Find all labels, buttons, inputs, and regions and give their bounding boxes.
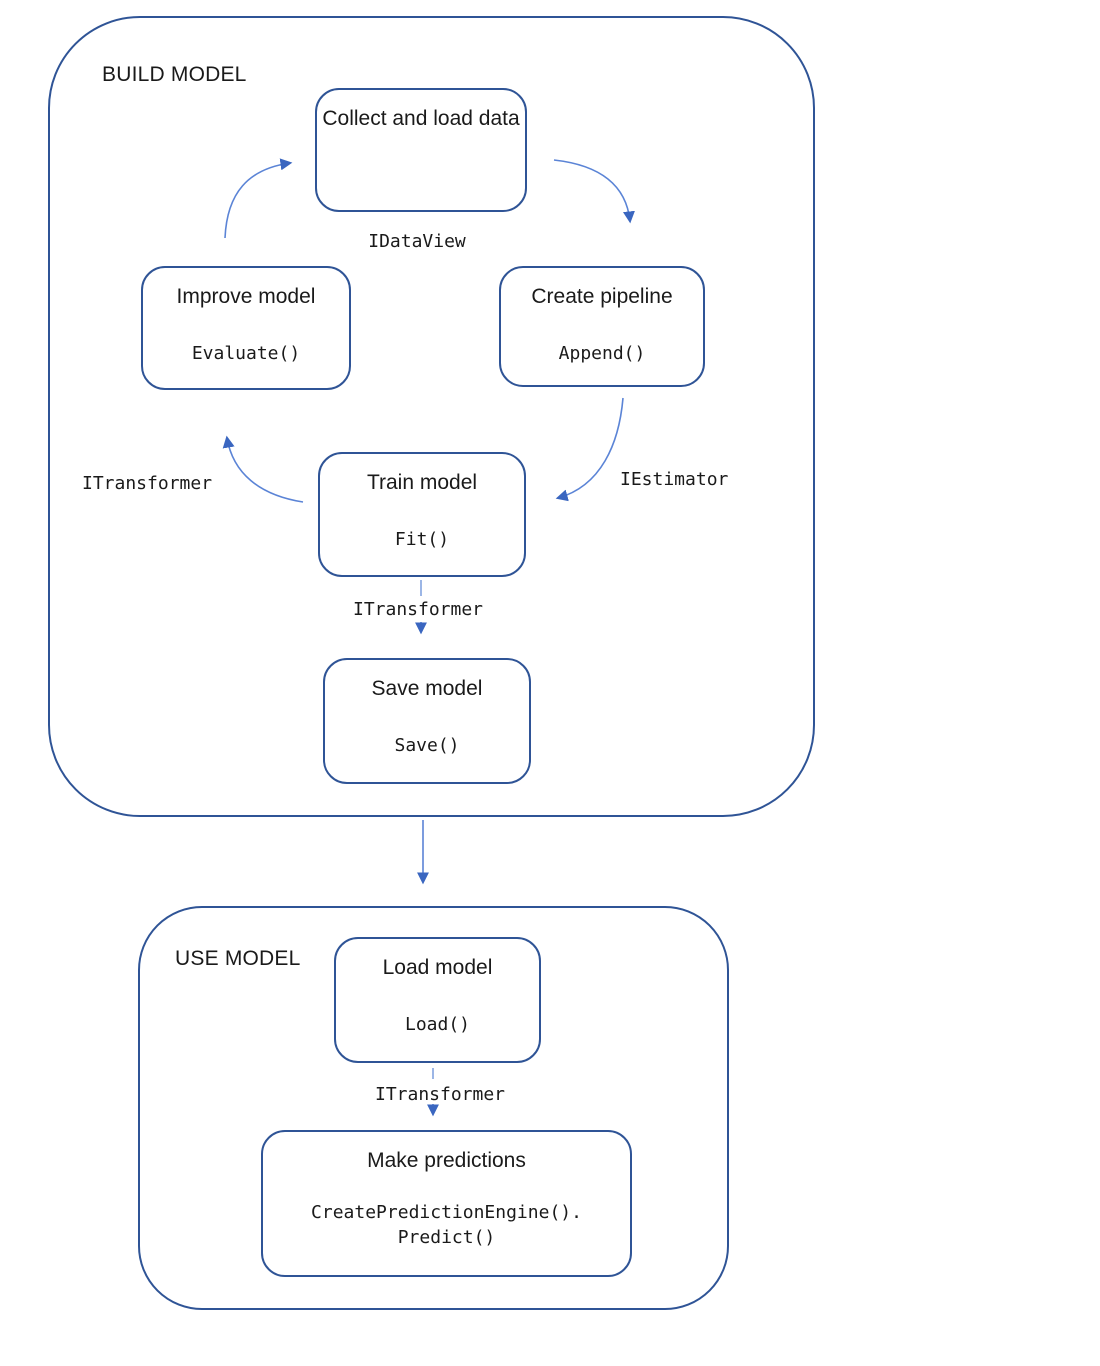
build-model-label: BUILD MODEL [102,63,247,86]
edge-label-idataview: IDataView [368,231,466,252]
use-model-label: USE MODEL [175,947,301,970]
node-api-code-line2: Predict() [397,1227,496,1248]
edge-label-itransformer-mid: ITransformer [352,599,484,620]
node-load-model: Load model Load() [334,937,541,1063]
node-title: Create pipeline [531,285,673,308]
node-api-code: Load() [404,1014,471,1035]
edge-label-iestimator: IEstimator [620,469,729,490]
node-train-model: Train model Fit() [318,452,526,577]
node-save-model: Save model Save() [323,658,531,784]
node-create-pipeline: Create pipeline Append() [499,266,705,387]
node-api-code: Append() [558,343,646,364]
edge-label-itransformer-left: ITransformer [82,473,213,494]
node-title: Load model [382,956,493,979]
use-model-container [138,906,729,1310]
node-api-code: Fit() [394,529,450,550]
edge-label-itransformer-use: ITransformer [374,1084,506,1105]
build-model-container [48,16,815,817]
node-collect-and-load-data: Collect and load data [315,88,527,212]
node-api-code: CreatePredictionEngine(). Predict() [263,1200,630,1250]
node-title: Train model [366,471,478,494]
node-improve-model: Improve model Evaluate() [141,266,351,390]
node-make-predictions: Make predictions CreatePredictionEngine(… [261,1130,632,1277]
node-title: Save model [371,677,483,700]
node-api-code: Save() [394,735,460,756]
node-title: Make predictions [367,1149,526,1172]
node-api-code-line1: CreatePredictionEngine(). [311,1202,582,1223]
node-title: Improve model [176,285,316,308]
node-title: Collect and load data [322,107,520,130]
node-api-code: Evaluate() [191,343,301,364]
